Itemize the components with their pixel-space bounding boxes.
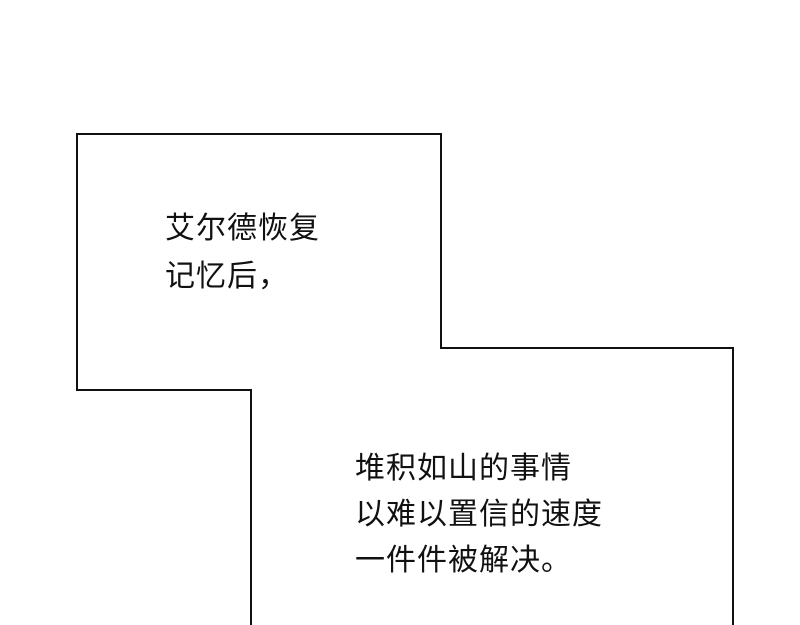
- caption-line: 一件件被解决。: [355, 543, 572, 578]
- caption-box-1: 艾尔德恢复 记忆后，: [165, 205, 320, 301]
- caption-line: 记忆后，: [165, 259, 289, 294]
- caption-line: 以难以置信的速度: [355, 497, 603, 532]
- caption-box-border: [76, 133, 734, 625]
- caption-line: 堆积如山的事情: [355, 451, 572, 486]
- caption-box-2: 堆积如山的事情 以难以置信的速度 一件件被解决。: [355, 446, 603, 584]
- caption-line: 艾尔德恢复: [165, 211, 320, 246]
